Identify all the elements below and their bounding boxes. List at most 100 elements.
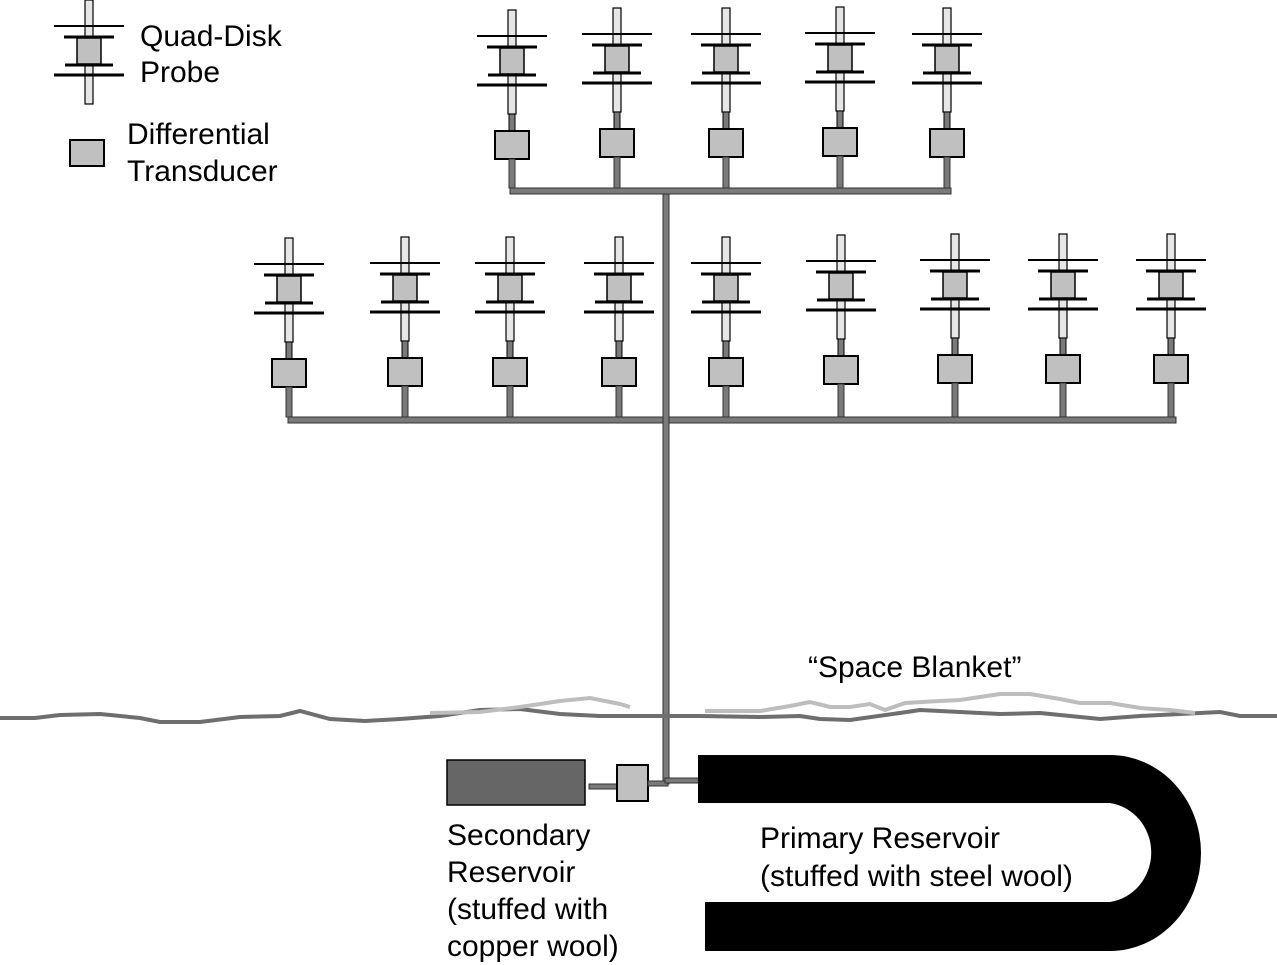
differential-transducer bbox=[599, 128, 635, 158]
transducer-to-manifold-pipe bbox=[836, 155, 844, 189]
quad-disk-probe bbox=[475, 236, 545, 342]
primary-reservoir-label: Primary Reservoir (stuffed with steel wo… bbox=[760, 822, 1073, 893]
legend-transducer-icon bbox=[69, 139, 105, 167]
legend-probe-label-2: Probe bbox=[140, 56, 220, 89]
quad-disk-probe bbox=[477, 9, 547, 115]
quad-disk-probe bbox=[1136, 233, 1206, 339]
legend-probe-label-1: Quad-Disk bbox=[140, 20, 283, 53]
ground-line bbox=[0, 706, 1277, 724]
transducer-to-manifold-pipe bbox=[615, 385, 623, 418]
lower-manifold bbox=[287, 416, 1177, 424]
differential-transducer bbox=[708, 128, 744, 158]
probe-body bbox=[713, 45, 739, 73]
probe-to-transducer-pipe bbox=[951, 337, 959, 357]
reservoir-assembly: Secondary Reservoir (stuffed with copper… bbox=[446, 755, 1201, 963]
probe-body bbox=[1050, 271, 1076, 299]
primary-label-line-1: Primary Reservoir bbox=[760, 822, 1000, 855]
transducer-to-manifold-pipe bbox=[1167, 382, 1175, 418]
quad-disk-probe bbox=[806, 234, 876, 340]
secondary-label-line-1: Secondary bbox=[447, 819, 590, 852]
secondary-label-line-2: Reservoir bbox=[447, 856, 575, 889]
probe-body bbox=[827, 44, 853, 72]
probe-body bbox=[934, 45, 960, 73]
ground-surface: “Space Blanket” bbox=[0, 651, 1277, 724]
transducer-to-manifold-pipe bbox=[285, 386, 293, 418]
reservoir-transducer bbox=[616, 764, 649, 802]
probe-body bbox=[606, 274, 632, 302]
probe-to-transducer-pipe bbox=[1167, 337, 1175, 357]
quad-disk-probe bbox=[54, 0, 124, 105]
quad-disk-probe bbox=[584, 236, 654, 342]
probe-body bbox=[499, 47, 525, 75]
probe-to-transducer-pipe bbox=[1059, 337, 1067, 357]
probe-to-transducer-pipe bbox=[285, 341, 293, 361]
transducer-to-manifold-pipe bbox=[613, 156, 621, 189]
probe-body bbox=[497, 274, 523, 302]
differential-transducer bbox=[271, 358, 307, 388]
primary-connector-pipe bbox=[664, 777, 700, 784]
probe-body bbox=[1158, 271, 1184, 299]
secondary-label-line-4: copper wool) bbox=[447, 930, 619, 963]
probe-body bbox=[942, 271, 968, 299]
differential-transducer bbox=[929, 128, 965, 158]
transducer-to-manifold-pipe bbox=[506, 385, 514, 418]
quad-disk-probe bbox=[805, 6, 875, 112]
transducer-to-manifold-pipe bbox=[943, 156, 951, 189]
legend: Quad-Disk Probe Differential Transducer bbox=[54, 0, 283, 188]
probe-to-transducer-pipe bbox=[401, 340, 409, 360]
transducer-to-manifold-pipe bbox=[951, 382, 959, 418]
transducer-to-manifold-pipe bbox=[1059, 382, 1067, 418]
probe-body bbox=[604, 45, 630, 73]
primary-reservoir bbox=[698, 755, 1201, 951]
differential-transducer bbox=[601, 357, 637, 387]
differential-transducer bbox=[1153, 354, 1189, 384]
probe-to-transducer-pipe bbox=[508, 113, 516, 133]
probe-to-transducer-pipe bbox=[836, 110, 844, 130]
probe-to-transducer-pipe bbox=[837, 338, 845, 358]
upper-manifold bbox=[509, 187, 952, 195]
probe-to-transducer-pipe bbox=[613, 111, 621, 131]
transducer-to-manifold-pipe bbox=[837, 383, 845, 418]
quad-disk-probe bbox=[912, 7, 982, 113]
probe-to-transducer-pipe bbox=[722, 340, 730, 360]
legend-transducer-label-1: Differential bbox=[127, 118, 270, 151]
probe-to-transducer-pipe bbox=[943, 111, 951, 131]
space-blanket-label: “Space Blanket” bbox=[808, 651, 1021, 684]
secondary-reservoir bbox=[446, 759, 586, 806]
transducer-to-manifold-pipe bbox=[722, 156, 730, 189]
probe-body bbox=[276, 275, 302, 303]
differential-transducer bbox=[1045, 354, 1081, 384]
quad-disk-probe bbox=[920, 233, 990, 339]
probe-to-transducer-pipe bbox=[722, 111, 730, 131]
differential-transducer bbox=[708, 357, 744, 387]
secondary-connector-pipe bbox=[588, 783, 620, 790]
probe-to-transducer-pipe bbox=[506, 340, 514, 360]
quad-disk-probe bbox=[691, 7, 761, 113]
main-trunk-pipe bbox=[662, 193, 670, 785]
differential-transducer bbox=[387, 357, 423, 387]
upper-probe-row bbox=[477, 6, 982, 189]
blanket-segment-right bbox=[705, 692, 1196, 715]
differential-transducer bbox=[494, 130, 530, 160]
transducer-to-manifold-pipe bbox=[401, 385, 409, 418]
differential-transducer bbox=[823, 355, 859, 385]
quad-disk-probe bbox=[691, 236, 761, 342]
transducer-to-manifold-pipe bbox=[508, 158, 516, 189]
transducer-to-manifold-pipe bbox=[722, 385, 730, 418]
probe-body bbox=[828, 272, 854, 300]
quad-disk-probe bbox=[254, 237, 324, 343]
legend-transducer-label-2: Transducer bbox=[127, 155, 278, 188]
differential-transducer bbox=[822, 127, 858, 157]
quad-disk-probe bbox=[1028, 233, 1098, 339]
probe-to-transducer-pipe bbox=[615, 340, 623, 360]
blanket-segment-left bbox=[429, 695, 631, 715]
quad-disk-probe bbox=[370, 236, 440, 342]
probe-body bbox=[76, 37, 102, 65]
lower-probe-row bbox=[254, 233, 1206, 418]
legend-probe-icon bbox=[54, 0, 124, 105]
probe-body bbox=[392, 274, 418, 302]
quad-disk-probe bbox=[582, 7, 652, 113]
differential-transducer bbox=[492, 357, 528, 387]
secondary-label-line-3: (stuffed with bbox=[447, 893, 608, 926]
